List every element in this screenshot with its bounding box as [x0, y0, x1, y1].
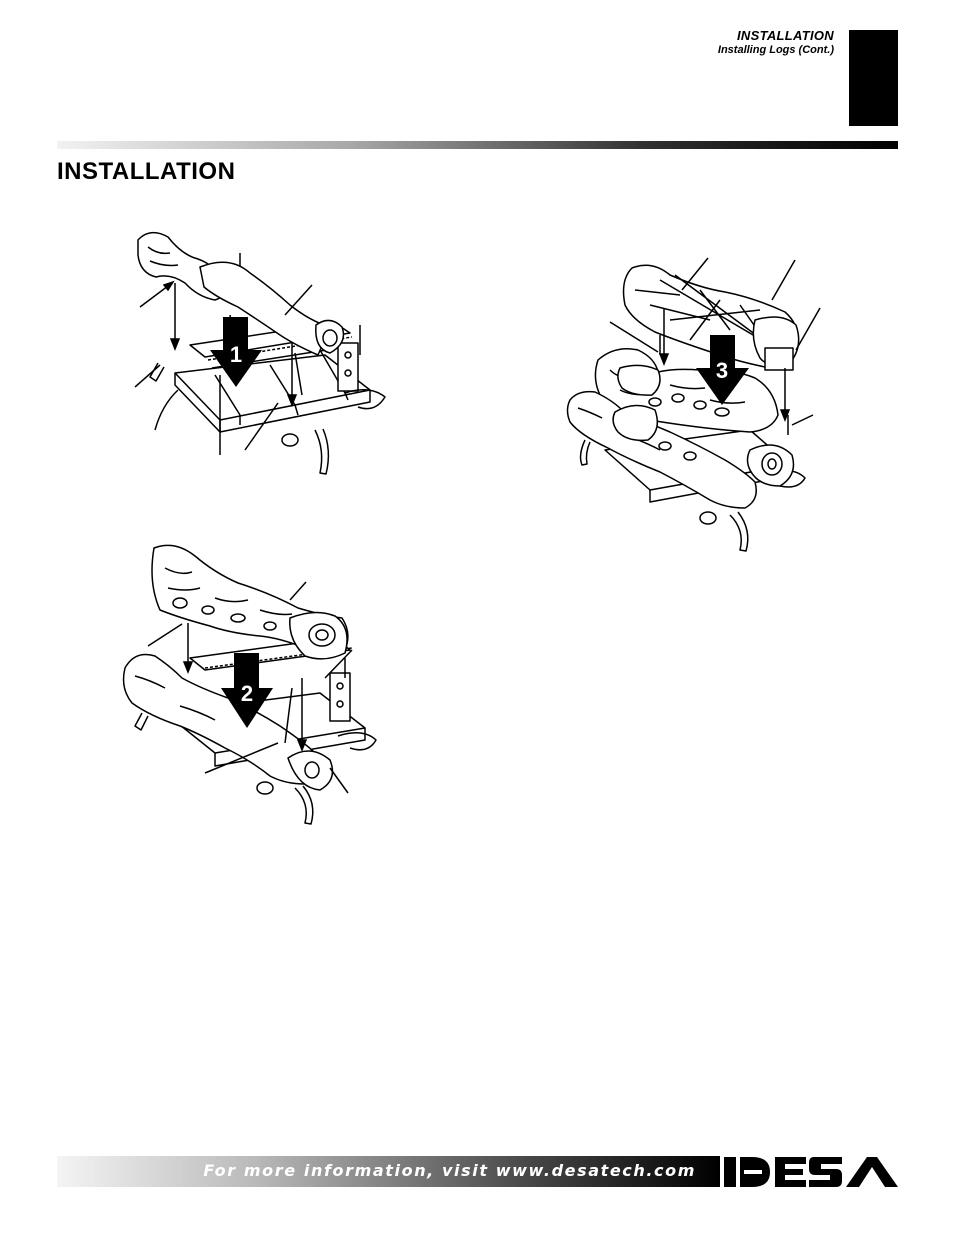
running-header: INSTALLATION Installing Logs (Cont.)	[718, 28, 834, 56]
figure-step-1: 1	[120, 225, 400, 480]
figure-3-drawing: 3	[566, 257, 821, 552]
page-title: INSTALLATION	[57, 158, 236, 185]
step-number-2: 2	[241, 681, 253, 706]
header-rule	[57, 141, 898, 149]
desa-logo	[724, 1153, 898, 1191]
page-tab-marker	[849, 30, 898, 126]
figure-1-drawing: 1	[134, 231, 386, 475]
step-number-1: 1	[230, 342, 242, 367]
footer-info-link[interactable]: For more information, visit www.desatech…	[203, 1161, 696, 1180]
header-subsection-title: Installing Logs (Cont.)	[717, 44, 834, 56]
figure-2-drawing: 2	[122, 544, 377, 825]
header-section-title: INSTALLATION	[737, 28, 834, 43]
footer-bar: For more information, visit www.desatech…	[57, 1156, 720, 1187]
figure-step-3: 3	[560, 250, 830, 555]
figure-step-2: 2	[120, 538, 400, 828]
step-number-3: 3	[716, 358, 728, 383]
